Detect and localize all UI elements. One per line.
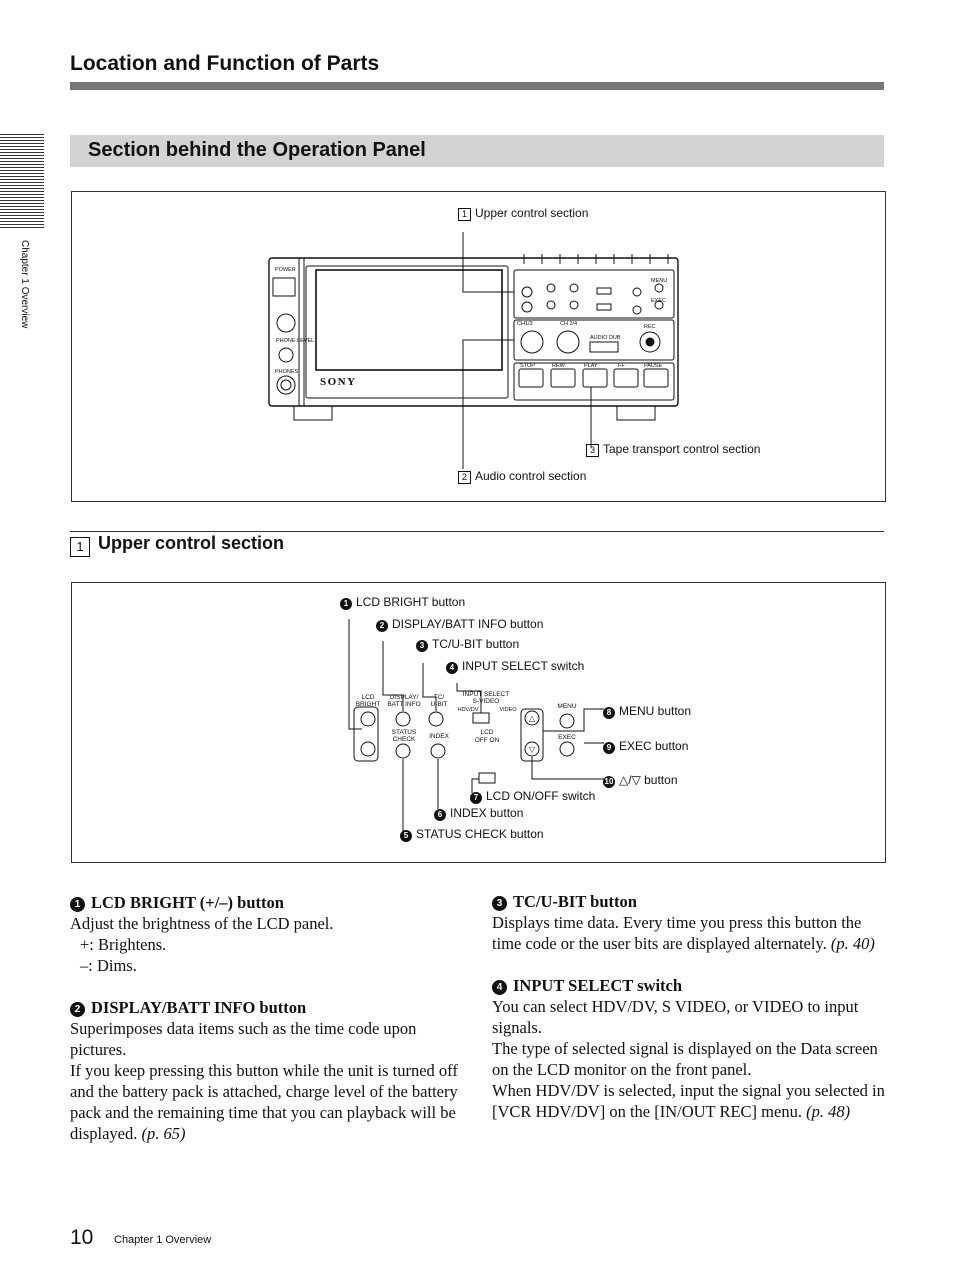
play-label: PLAY	[584, 363, 598, 369]
stop-label: STOP	[520, 363, 535, 369]
callout-up-down: 10△/▽ button	[603, 773, 678, 788]
menu-label: MENU	[651, 278, 667, 284]
sony-logo: SONY	[320, 376, 357, 388]
item-text: +: Brightens.	[80, 935, 167, 954]
ch24-label: CH 2/4	[560, 321, 577, 327]
title-rule	[70, 82, 884, 90]
chapter-tab-stripes	[0, 134, 44, 228]
section-bar	[70, 135, 884, 167]
down-triangle-icon: ▽	[529, 745, 536, 754]
item-text: The type of selected signal is displayed…	[492, 1039, 878, 1079]
item-text: Adjust the brightness of the LCD panel.	[70, 914, 334, 933]
item-text: –: Dims.	[80, 956, 137, 975]
display-batt-label-2: BATT INFO	[387, 701, 420, 708]
page-reference: (p. 65)	[141, 1124, 186, 1143]
input-select-label-1: INPUT SELECT	[463, 691, 510, 698]
device-illustration: POWER PHONE LEVEL PHONES CH1/3 CH 2/4 AU…	[268, 232, 679, 469]
up-triangle-icon: △	[529, 714, 536, 723]
input-select-label-2: S-VIDEO	[473, 698, 500, 705]
off-on-label: OFF ON	[475, 737, 500, 744]
menu-panel-label: MENU	[557, 703, 576, 710]
item-text: If you keep pressing this button while t…	[70, 1061, 458, 1143]
page-reference: (p. 48)	[806, 1102, 851, 1121]
ch13-label: CH1/3	[517, 321, 533, 327]
upper-control-figure: LCD BRIGHT DISPLAY/ BATT INFO TC/ U-BIT …	[71, 582, 886, 863]
tc-ubit-label-2: U-BIT	[431, 701, 448, 708]
tc-ubit-label-1: TC/	[434, 694, 445, 701]
status-check-label-2: CHECK	[393, 736, 416, 743]
status-check-label-1: STATUS	[392, 729, 417, 736]
index-label: INDEX	[429, 733, 450, 740]
subsection-rule	[70, 531, 884, 532]
phones-label: PHONES	[275, 369, 299, 375]
audio-dub-label: AUDIO DUB	[590, 335, 621, 341]
phone-level-label: PHONE LEVEL	[276, 338, 314, 344]
chapter-tab-label: Chapter 1 Overview	[19, 240, 30, 329]
upper-control-illustration: LCD BRIGHT DISPLAY/ BATT INFO TC/ U-BIT …	[348, 619, 604, 831]
chapter-tab: Chapter 1 Overview	[16, 240, 30, 360]
display-batt-label-1: DISPLAY/	[390, 694, 419, 701]
item-text: Superimposes data items such as the time…	[70, 1019, 417, 1059]
page-number: 10	[70, 1226, 94, 1249]
item-text: When HDV/DV is selected, input the signa…	[492, 1081, 885, 1121]
power-label: POWER	[275, 267, 296, 273]
video-label: VIDEO	[499, 707, 517, 713]
exec-label: EXEC	[651, 298, 666, 304]
exec-panel-label: EXEC	[558, 734, 576, 741]
item-text: You can select HDV/DV, S VIDEO, or VIDEO…	[492, 997, 859, 1037]
item-text: Displays time data. Every time you press…	[492, 913, 875, 953]
hdv-label: HDV/DV	[458, 707, 479, 713]
lcd-bright-label-2: BRIGHT	[356, 701, 381, 708]
section-title: Section behind the Operation Panel	[88, 139, 426, 161]
ff-label: FF	[618, 363, 625, 369]
lcd-bright-label-1: LCD	[361, 694, 374, 701]
rew-label: REW	[552, 363, 566, 369]
page-title: Location and Function of Parts	[70, 52, 380, 75]
page-reference: (p. 40)	[830, 934, 875, 953]
lcd-label: LCD	[480, 729, 493, 736]
footer-chapter: Chapter 1 Overview	[114, 1234, 212, 1246]
device-overview-figure: POWER PHONE LEVEL PHONES CH1/3 CH 2/4 AU…	[71, 191, 886, 502]
rec-label: REC	[644, 324, 656, 330]
pause-label: PAUSE	[644, 363, 663, 369]
